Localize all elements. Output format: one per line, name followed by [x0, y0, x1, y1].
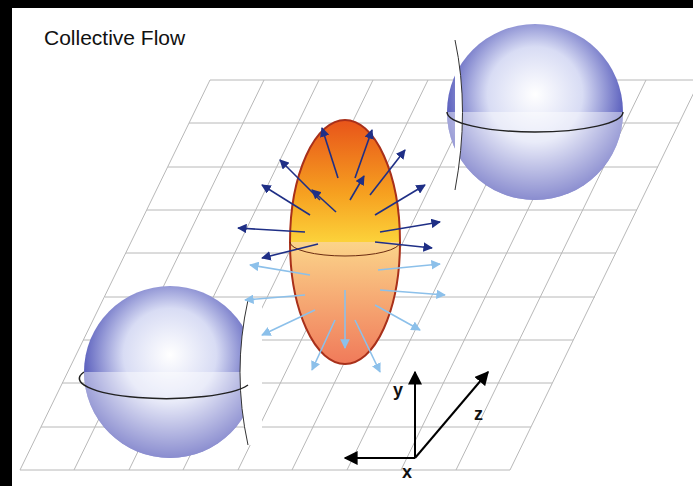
grid-plane: [20, 80, 693, 470]
axis-label: x: [402, 462, 412, 483]
axes: [345, 372, 488, 458]
flow-arrows-lower: [245, 264, 445, 372]
title: Collective Flow: [44, 26, 185, 50]
fireball: [290, 120, 400, 364]
nucleus-right: [447, 24, 623, 200]
flow-arrows-upper: [238, 128, 440, 258]
axis-label: z: [474, 404, 483, 425]
axis-label: y: [393, 380, 403, 401]
nucleus-left: [79, 286, 262, 458]
